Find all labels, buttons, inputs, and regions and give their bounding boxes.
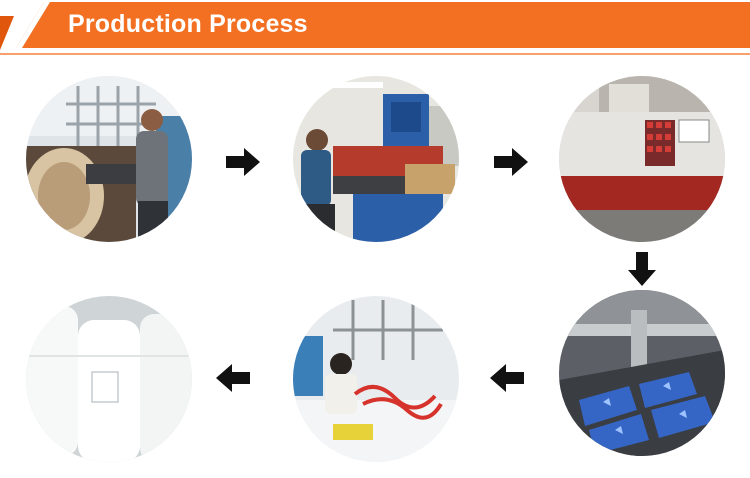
- heat-press-photo: [559, 76, 725, 242]
- arrow-right-icon: [226, 148, 260, 181]
- arrow-right-icon: [494, 148, 528, 181]
- arrow-left-icon: [216, 364, 250, 397]
- laser-cutting-photo: [559, 290, 725, 456]
- molding-press-photo: [293, 76, 459, 242]
- assembly-photo: [293, 296, 459, 462]
- header-banner: Production Process: [0, 0, 750, 60]
- banner-shape: [0, 2, 750, 55]
- finished-rolls-photo: [26, 296, 192, 462]
- fabric-cutting-photo: [26, 76, 192, 242]
- arrow-left-icon: [490, 364, 524, 397]
- page-title: Production Process: [68, 10, 308, 38]
- arrow-down-icon: [628, 252, 656, 291]
